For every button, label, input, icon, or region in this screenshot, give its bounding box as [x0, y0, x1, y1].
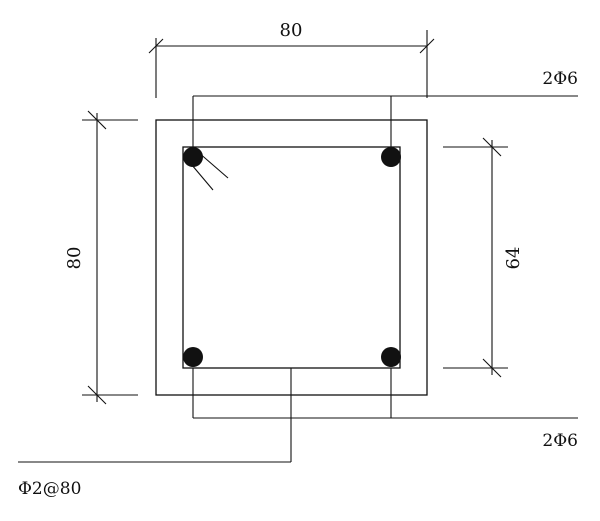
- rebar-bottom-left: [183, 347, 203, 367]
- rebar-bottom-right: [381, 347, 401, 367]
- bottom-bars-label: 2Φ6: [542, 431, 578, 451]
- top-bars-leader: [192, 95, 578, 147]
- stirrup-outline: [182, 146, 401, 369]
- left-dimension-text: 80: [64, 247, 85, 270]
- left-dimension: [82, 110, 138, 405]
- rebar-top-left: [183, 147, 203, 167]
- rebar-top-right: [381, 147, 401, 167]
- top-bars-label: 2Φ6: [542, 69, 578, 89]
- right-dimension: [443, 137, 508, 378]
- stirrup-leader: [18, 368, 292, 463]
- top-dimension: [148, 30, 435, 98]
- right-dimension-text: 64: [503, 247, 524, 270]
- stirrup-label: Φ2@80: [18, 479, 81, 499]
- top-dimension-text: 80: [280, 20, 303, 41]
- bottom-bars-leader: [192, 368, 578, 419]
